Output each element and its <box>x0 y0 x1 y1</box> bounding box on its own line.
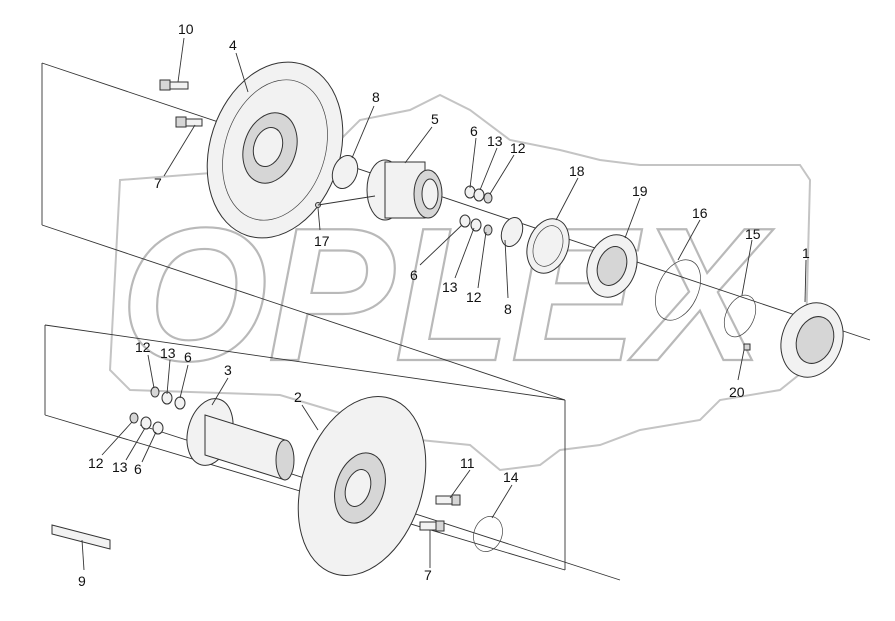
callout-label: 8 <box>504 301 512 317</box>
callout-label: 13 <box>487 133 503 149</box>
fasteners-lower-top <box>150 386 186 410</box>
bearing-19 <box>586 234 638 298</box>
snap-ring-16 <box>655 259 701 321</box>
retaining-ring-8-lower <box>500 216 524 248</box>
callout-label: 6 <box>184 349 192 365</box>
callout-label: 13 <box>442 279 458 295</box>
callout-label: 8 <box>372 89 380 105</box>
bolt-7-upper <box>175 116 203 128</box>
housing-1 <box>780 302 844 378</box>
callout-label: 20 <box>729 384 745 400</box>
hub-5 <box>366 159 443 221</box>
upper-assembly <box>159 61 844 378</box>
lower-assembly <box>51 386 503 576</box>
fasteners-upper-top <box>464 185 493 204</box>
callout-label: 19 <box>632 183 648 199</box>
callout-label: 10 <box>178 21 194 37</box>
callout-label: 14 <box>503 469 519 485</box>
callout-label: 12 <box>466 289 482 305</box>
callout-label: 3 <box>224 362 232 378</box>
callout-label: 12 <box>88 455 104 471</box>
callout-label: 9 <box>78 573 86 589</box>
callout-label: 13 <box>112 459 128 475</box>
callout-label: 7 <box>154 175 162 191</box>
pin-20 <box>743 343 751 351</box>
callout-label: 12 <box>135 339 151 355</box>
callout-label: 5 <box>431 111 439 127</box>
brake-disc-4 <box>206 61 344 239</box>
retaining-ring-8-upper <box>331 155 359 189</box>
callout-label: 6 <box>470 123 478 139</box>
key-9 <box>51 524 111 550</box>
callout-label: 11 <box>460 455 475 471</box>
bolt-10 <box>159 79 189 91</box>
callout-label: 12 <box>510 140 526 156</box>
bolt-7-lower <box>419 520 445 532</box>
callout-label: 6 <box>410 267 418 283</box>
leader-lines <box>81 37 807 571</box>
watermark-text: OPLEX <box>120 189 774 401</box>
brake-disc-2 <box>297 396 427 576</box>
callout-label: 16 <box>692 205 708 221</box>
bolt-11 <box>435 494 461 506</box>
callout-label: 18 <box>569 163 585 179</box>
fasteners-upper-bottom <box>459 214 493 236</box>
snap-ring-14 <box>473 516 503 552</box>
callout-label: 7 <box>424 567 432 583</box>
callout-label: 4 <box>229 37 237 53</box>
callout-label: 2 <box>294 389 302 405</box>
callout-label: 13 <box>160 345 176 361</box>
seal-18 <box>526 218 570 274</box>
callout-label: 15 <box>745 226 761 242</box>
callout-labels: 10 4 8 5 6 13 12 18 19 16 15 1 7 17 6 13… <box>78 21 810 589</box>
callout-label: 17 <box>314 233 330 249</box>
fasteners-lower-bottom <box>129 412 164 435</box>
snap-ring-15 <box>723 294 757 338</box>
callout-label: 6 <box>134 461 142 477</box>
flange-shaft-3 <box>186 398 295 481</box>
callout-label: 1 <box>802 245 810 261</box>
